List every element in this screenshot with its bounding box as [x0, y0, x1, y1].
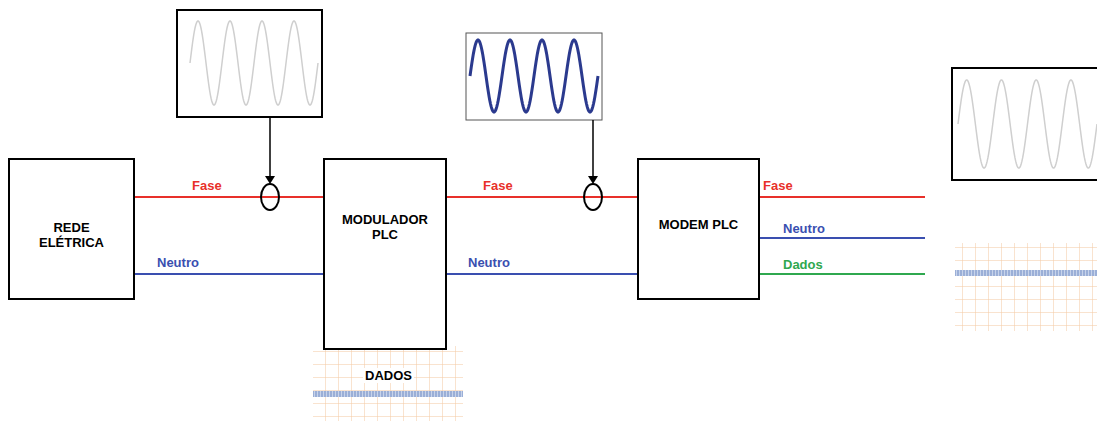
sine-wave: [190, 21, 318, 105]
block-title: REDE ELÉTRICA: [30, 220, 114, 250]
block-title: MODEM PLC: [659, 217, 738, 232]
sine-path: [190, 21, 318, 105]
wire-label: Neutro: [466, 255, 512, 270]
data-band: [313, 391, 463, 397]
sine-wave: [470, 40, 598, 112]
wire: [135, 273, 323, 275]
wire: [447, 273, 637, 275]
wire-label: Fase: [481, 178, 515, 193]
signal-label: Neutro: [781, 221, 827, 236]
arrowhead: [265, 176, 275, 184]
wire: [135, 196, 323, 198]
scope-screen: [177, 10, 322, 117]
block-title: MODULADOR PLC: [340, 212, 430, 242]
signal-label: DADOS: [363, 368, 414, 383]
leader-line: [269, 117, 271, 180]
sine-path: [958, 80, 1097, 168]
block-box: MODEM PLC: [637, 158, 760, 300]
scope-screen: [952, 68, 1097, 180]
block-box: REDE ELÉTRICA: [8, 158, 135, 300]
scope-screen: [466, 33, 602, 120]
wire-label: Neutro: [155, 255, 201, 270]
signal-label: Fase: [761, 178, 795, 193]
data-wire: [760, 273, 925, 275]
wire-label: Fase: [190, 178, 224, 193]
leader-line: [592, 120, 594, 180]
neutral-wire: [760, 237, 925, 239]
block-box: MODULADOR PLC: [323, 158, 447, 350]
sine-wave: [958, 80, 1097, 168]
signal-label: Dados: [781, 257, 825, 272]
data-grid: [313, 346, 463, 421]
phase-wire: [760, 196, 925, 198]
current-clamp: [584, 184, 602, 210]
wire: [447, 196, 637, 198]
sine-path: [470, 40, 598, 112]
current-clamp: [261, 184, 279, 210]
data-grid: [955, 243, 1097, 331]
arrowhead: [588, 176, 598, 184]
data-band: [955, 270, 1097, 276]
